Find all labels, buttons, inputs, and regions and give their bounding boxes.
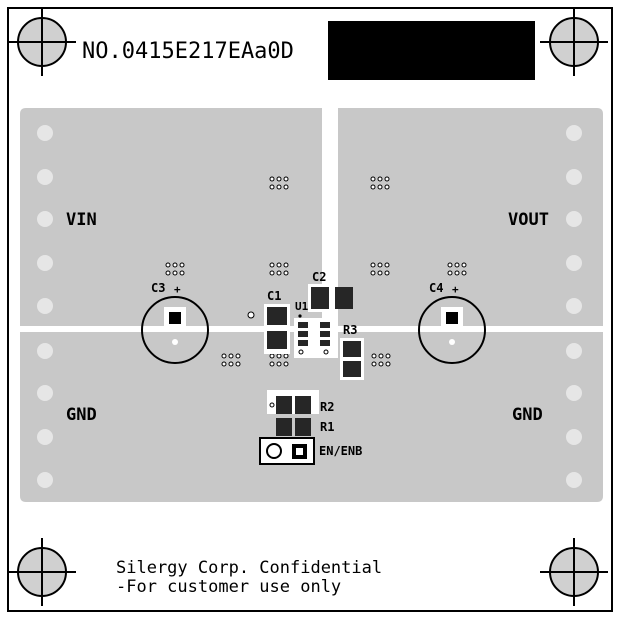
vout-copper-pour [338,108,603,326]
u1-label: U1 [295,300,309,313]
r3-label: R3 [343,323,357,337]
resistor-r1 [276,418,311,436]
ic-u1 [294,314,338,358]
via-small [247,311,255,319]
c4-label: C4 [429,281,443,295]
c2-label: C2 [312,270,326,284]
capacitor-c2 [308,284,353,312]
en-header [259,437,315,465]
c1-label: C1 [267,289,281,303]
footer-customer-use: -For customer use only [116,577,341,597]
via-clusters [165,176,467,367]
vin-label: VIN [66,210,97,230]
capacitor-c3 [141,296,209,364]
edge-vias-right [566,125,582,488]
r2-label: R2 [320,400,334,414]
vin-copper-pour [20,108,322,326]
c4-plus: + [452,283,459,296]
gnd-label-right: GND [512,405,543,425]
r1-label: R1 [320,420,334,434]
edge-vias-left [37,125,53,488]
mounting-hole-top-left [8,8,76,76]
c3-label: C3 [151,281,165,295]
mounting-hole-bottom-right [540,538,608,606]
c3-plus: + [174,283,181,296]
capacitor-c4 [418,296,486,364]
marking-block [328,21,535,80]
resistor-r3 [340,338,364,380]
capacitor-c1 [264,304,290,354]
en-label: EN/ENB [319,444,362,458]
mounting-hole-bottom-left [8,538,76,606]
gnd-copper-pour [20,332,603,502]
vout-label: VOUT [508,210,549,230]
gnd-label-left: GND [66,405,97,425]
footer-confidential: Silergy Corp. Confidential [116,558,382,578]
resistor-r2 [267,390,319,414]
mounting-hole-top-right [540,8,608,76]
board-number: NO.0415E217EAa0D [82,39,294,64]
